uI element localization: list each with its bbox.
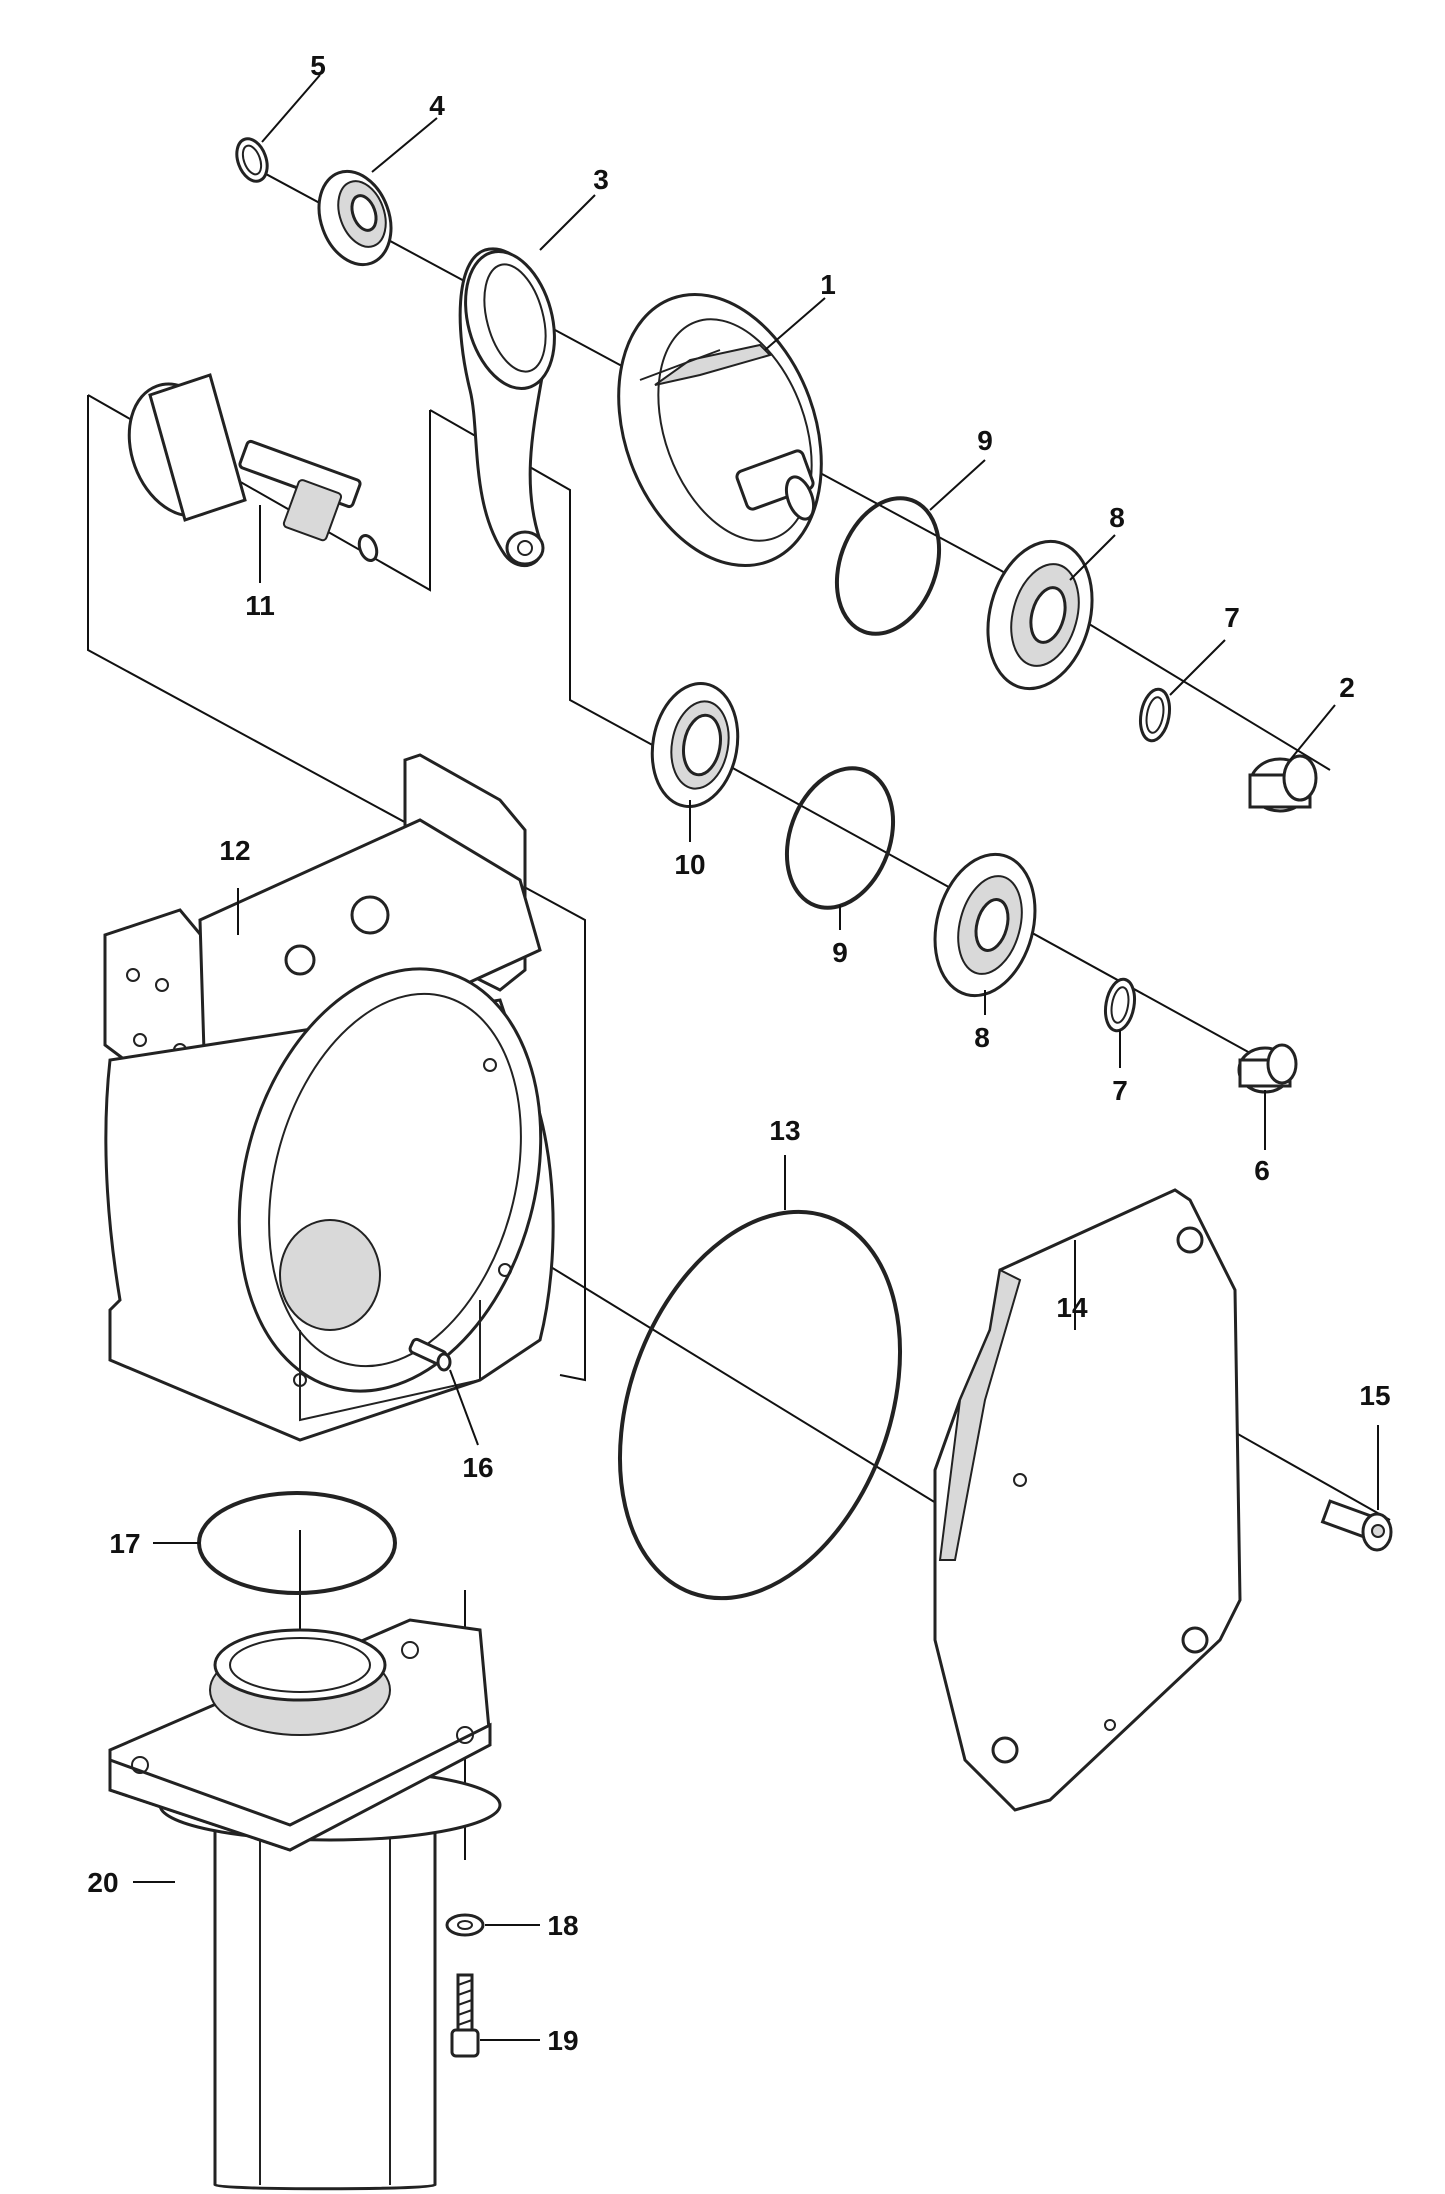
callout-4: 4 bbox=[429, 90, 445, 121]
callout-5: 5 bbox=[310, 50, 326, 81]
callout-11: 11 bbox=[245, 590, 275, 621]
part-13-o-ring bbox=[617, 1209, 903, 1601]
callout-12: 12 bbox=[219, 835, 250, 866]
callout-7-lower: 7 bbox=[1112, 1075, 1128, 1106]
callout-14: 14 bbox=[1056, 1292, 1088, 1323]
part-8-bearing-upper bbox=[986, 539, 1094, 691]
callout-9-upper: 9 bbox=[977, 425, 993, 456]
callout-1: 1 bbox=[820, 269, 836, 300]
part-20-flange-housing bbox=[108, 1618, 502, 2191]
callout-13: 13 bbox=[769, 1115, 800, 1146]
part-4-bearing bbox=[317, 169, 393, 267]
callout-9-lower: 9 bbox=[832, 937, 848, 968]
callout-18: 18 bbox=[547, 1910, 578, 1941]
part-7-circlip-upper bbox=[1138, 687, 1172, 743]
callout-17: 17 bbox=[109, 1528, 140, 1559]
part-17-o-ring bbox=[197, 1491, 397, 1595]
part-6-bushing bbox=[1237, 1043, 1298, 1094]
part-18-washer bbox=[445, 1913, 485, 1937]
part-9-retaining-ring-lower bbox=[784, 766, 896, 910]
part-19-screw bbox=[450, 1973, 480, 2058]
callout-19: 19 bbox=[547, 2025, 578, 2056]
part-15-screw bbox=[1320, 1499, 1393, 1552]
part-8-bearing-lower bbox=[933, 852, 1037, 998]
callout-7-upper: 7 bbox=[1224, 602, 1240, 633]
part-3-connecting-rod bbox=[458, 247, 556, 568]
part-1-crank-gear bbox=[617, 292, 823, 568]
part-12-gear-housing bbox=[103, 753, 555, 1442]
callout-labels: 5 4 3 1 9 8 7 2 11 12 10 9 8 7 6 13 14 1… bbox=[87, 50, 1390, 2056]
part-7-circlip-lower bbox=[1103, 977, 1137, 1033]
callout-16: 16 bbox=[462, 1452, 493, 1483]
callout-8-upper: 8 bbox=[1109, 502, 1125, 533]
part-11-pinion-shaft bbox=[127, 373, 379, 563]
part-9-retaining-ring-upper bbox=[834, 496, 942, 636]
callout-15: 15 bbox=[1359, 1380, 1390, 1411]
callout-6: 6 bbox=[1254, 1155, 1270, 1186]
part-5-circlip bbox=[235, 137, 269, 183]
callout-3: 3 bbox=[593, 164, 609, 195]
part-14-cover bbox=[933, 1188, 1242, 1812]
callout-10: 10 bbox=[674, 849, 705, 880]
callout-2: 2 bbox=[1339, 672, 1355, 703]
callout-8-lower: 8 bbox=[974, 1022, 990, 1053]
part-10-oil-seal bbox=[650, 682, 740, 808]
callout-leaders bbox=[133, 74, 1379, 2041]
callout-20: 20 bbox=[87, 1867, 118, 1898]
part-16-dowel-pin bbox=[408, 1337, 452, 1372]
part-2-bushing bbox=[1248, 754, 1318, 813]
